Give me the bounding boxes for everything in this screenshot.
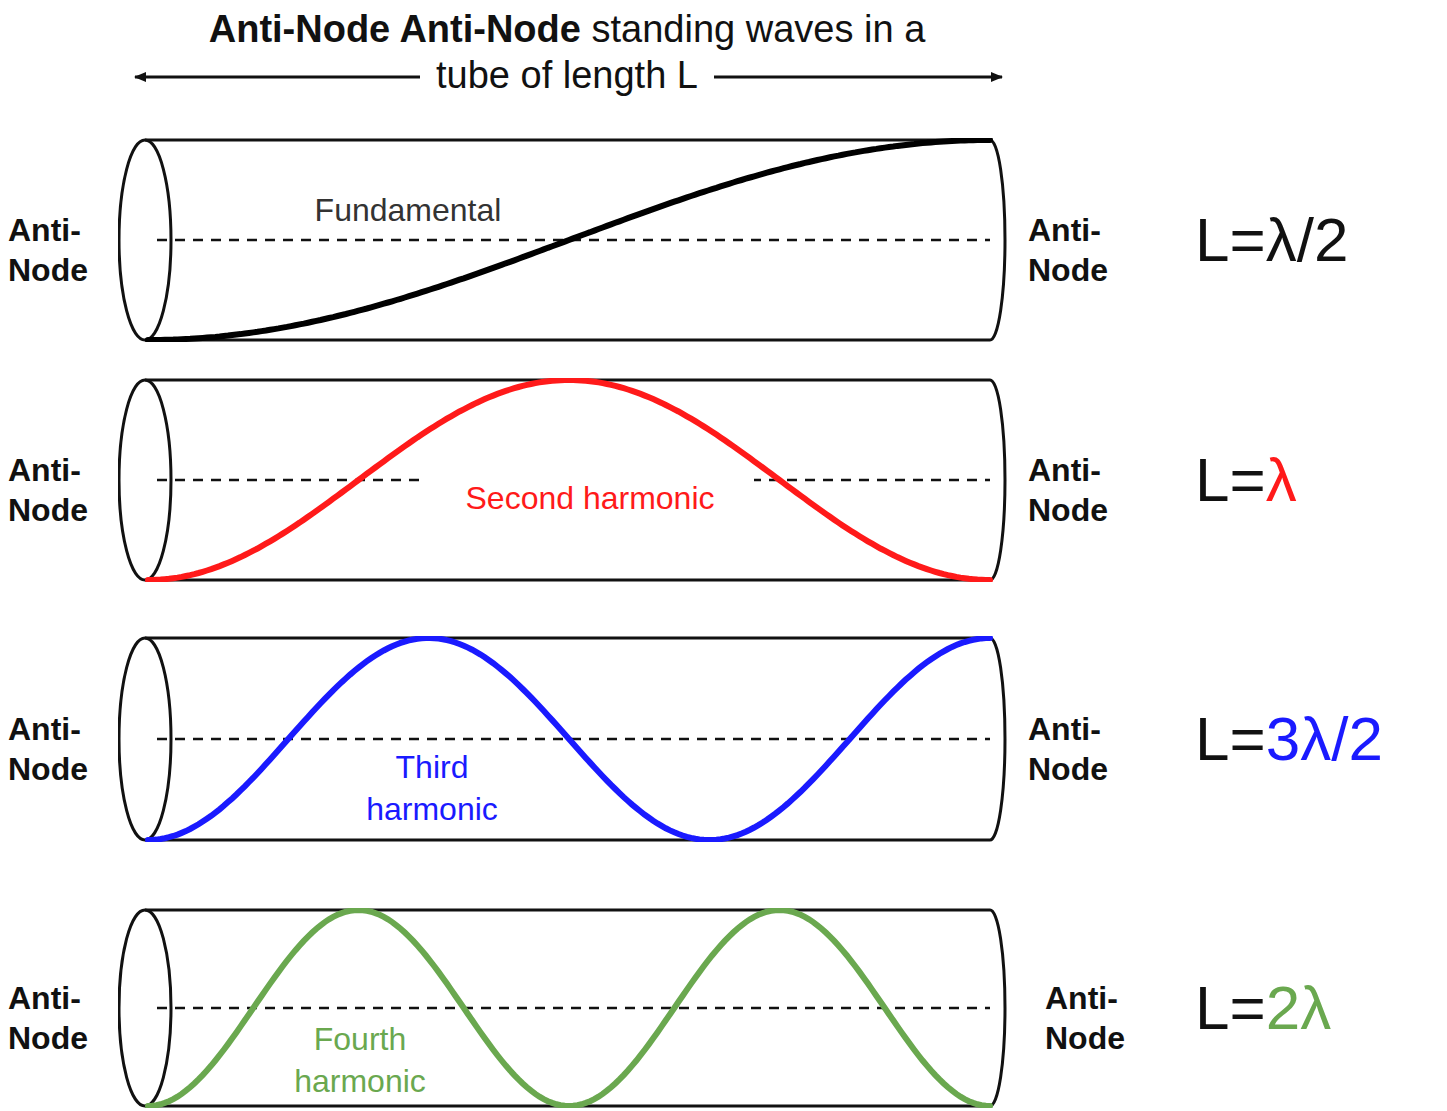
- standing-wave: [148, 638, 990, 840]
- standing-wave: [148, 380, 990, 580]
- axis-line: [157, 1007, 990, 1010]
- tube-outline: [118, 636, 1008, 842]
- formula-part: λ: [1266, 445, 1297, 514]
- tube-end: [990, 140, 1005, 340]
- length-formula: L=2λ: [1195, 973, 1331, 1043]
- tube-wall: [145, 839, 990, 842]
- formula-part: L=: [1195, 973, 1266, 1042]
- standing-wave: [148, 910, 990, 1106]
- tube-end: [990, 638, 1005, 840]
- tube-wall: [145, 139, 990, 142]
- tube-outline: [118, 138, 1008, 342]
- length-arrow: [135, 76, 420, 79]
- title-block: Anti-Node Anti-Node standing waves in a …: [177, 6, 957, 98]
- antinode-label: Anti-Node: [8, 709, 108, 789]
- tube: Fundamental: [118, 138, 1008, 342]
- formula-part: 2λ: [1266, 973, 1331, 1042]
- standing-wave: [148, 140, 990, 340]
- length-formula: L=λ/2: [1195, 205, 1348, 275]
- length-formula: L=3λ/2: [1195, 704, 1383, 774]
- diagram-title: Anti-Node Anti-Node: [209, 8, 581, 50]
- harmonic-label: Fundamental: [274, 189, 542, 231]
- tube-wall: [145, 339, 990, 342]
- formula-part: L=: [1195, 704, 1266, 773]
- length-arrow: [714, 76, 1002, 79]
- tube-wall: [145, 637, 990, 640]
- antinode-label: Anti-Node: [8, 210, 108, 290]
- formula-part: L=λ/2: [1195, 205, 1348, 274]
- antinode-label: Anti-Node: [1045, 978, 1145, 1058]
- harmonic-label: Third harmonic: [343, 746, 521, 830]
- antinode-label: Anti-Node: [1028, 210, 1128, 290]
- tube: Second harmonic: [118, 378, 1008, 582]
- tube-end: [990, 910, 1005, 1106]
- tube: Fourth harmonic: [118, 908, 1008, 1108]
- tube: Third harmonic: [118, 636, 1008, 842]
- antinode-label: Anti-Node: [8, 978, 108, 1058]
- harmonic-label: Fourth harmonic: [266, 1018, 454, 1102]
- length-formula: L=λ: [1195, 445, 1297, 515]
- formula-part: 3λ/2: [1266, 704, 1383, 773]
- harmonic-label: Second harmonic: [426, 477, 754, 519]
- tube-wall: [145, 579, 990, 582]
- antinode-label: Anti-Node: [1028, 450, 1128, 530]
- tube-wall: [145, 909, 990, 912]
- antinode-label: Anti-Node: [8, 450, 108, 530]
- tube-end: [990, 380, 1005, 580]
- formula-part: L=: [1195, 445, 1266, 514]
- tube-outline: [118, 908, 1008, 1108]
- antinode-label: Anti-Node: [1028, 709, 1128, 789]
